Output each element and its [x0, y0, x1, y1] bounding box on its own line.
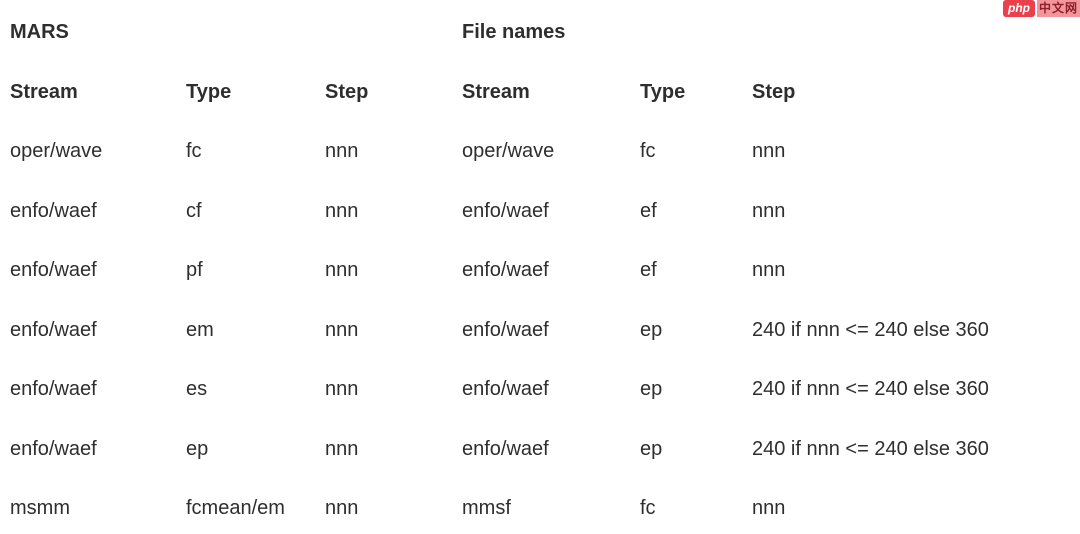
php-logo-badge: php — [1002, 0, 1035, 17]
mars-row-type: em — [186, 318, 214, 341]
mars-row-step: nnn — [325, 199, 359, 222]
mars-row-step: nnn — [325, 378, 359, 401]
mars-row-stream: enfo/waef — [10, 199, 97, 222]
files-row-type: ef — [640, 259, 657, 282]
mars-row-type: ep — [186, 437, 209, 460]
files-row-stream: mmsf — [462, 497, 511, 520]
files-row-type: fc — [640, 497, 656, 520]
files-row-step: 240 if nnn <= 240 else 360 — [752, 378, 989, 401]
mars-row-step: nnn — [325, 140, 359, 163]
files-row-step: 240 if nnn <= 240 else 360 — [752, 437, 989, 460]
mars-row-step: nnn — [325, 497, 359, 520]
files-header-step: Step — [752, 80, 796, 103]
mars-row-type: cf — [186, 199, 202, 222]
files-header-stream: Stream — [462, 80, 530, 103]
files-header-type: Type — [640, 80, 686, 103]
mars-row-stream: enfo/waef — [10, 259, 97, 282]
stream-mapping-table: MARS File names Stream Type Step Stream … — [10, 3, 1080, 534]
mars-header-step: Step — [325, 80, 369, 103]
files-row-type: ep — [640, 437, 663, 460]
files-row-step: nnn — [752, 199, 786, 222]
files-row-type: ep — [640, 318, 663, 341]
mars-row-step: nnn — [325, 318, 359, 341]
mars-row-step: nnn — [325, 437, 359, 460]
mars-row-stream: enfo/waef — [10, 318, 97, 341]
files-row-stream: enfo/waef — [462, 259, 549, 282]
files-row-step: nnn — [752, 140, 786, 163]
files-row-type: ef — [640, 199, 657, 222]
files-row-type: ep — [640, 378, 663, 401]
mars-header-type: Type — [186, 80, 232, 103]
files-row-step: nnn — [752, 497, 786, 520]
files-row-stream: enfo/waef — [462, 318, 549, 341]
mars-row-stream: msmm — [10, 497, 70, 520]
mars-row-type: pf — [186, 259, 203, 282]
mars-row-stream: enfo/waef — [10, 378, 97, 401]
files-row-stream: oper/wave — [462, 140, 555, 163]
files-row-stream: enfo/waef — [462, 199, 549, 222]
mars-row-stream: enfo/waef — [10, 437, 97, 460]
php-cn-site-label: 中文网 — [1036, 0, 1080, 17]
mars-row-stream: oper/wave — [10, 140, 103, 163]
files-row-step: 240 if nnn <= 240 else 360 — [752, 318, 989, 341]
mars-row-type: fcmean/em — [186, 497, 285, 520]
mars-section-title: MARS — [10, 21, 69, 44]
mars-row-step: nnn — [325, 259, 359, 282]
files-row-stream: enfo/waef — [462, 378, 549, 401]
mars-header-stream: Stream — [10, 80, 78, 103]
files-row-stream: enfo/waef — [462, 437, 549, 460]
mars-row-type: es — [186, 378, 208, 401]
mars-row-type: fc — [186, 140, 202, 163]
files-row-step: nnn — [752, 259, 786, 282]
file-names-section-title: File names — [462, 21, 566, 44]
php-cn-watermark: php 中文网 — [1002, 0, 1080, 17]
files-row-type: fc — [640, 140, 656, 163]
